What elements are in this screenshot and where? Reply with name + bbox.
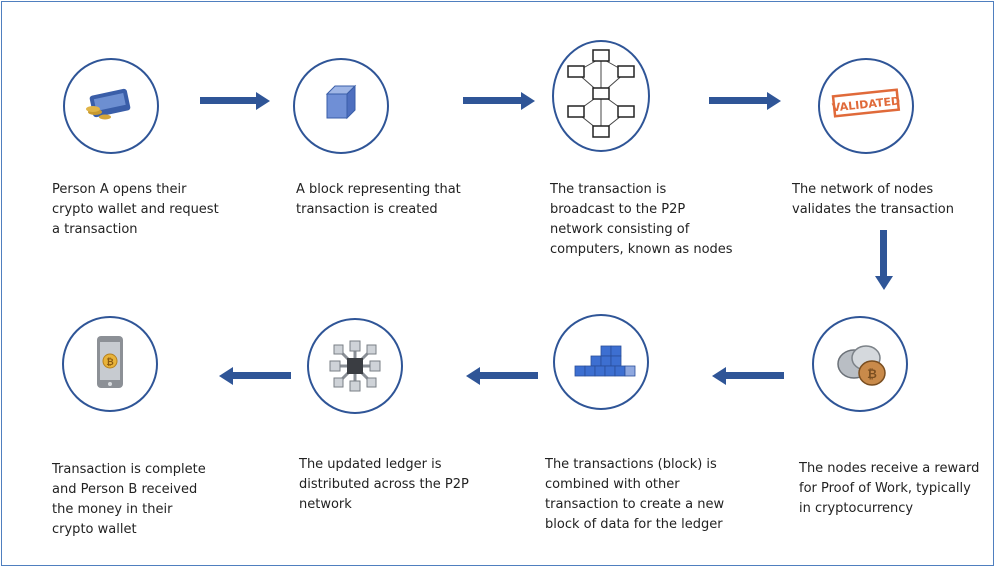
block-circle xyxy=(293,58,389,154)
network-circle xyxy=(552,40,650,152)
smartphone-coin-icon: ₿ xyxy=(97,336,123,388)
arrow-left-1 xyxy=(712,367,784,385)
arrow-down xyxy=(875,230,893,290)
validated-circle: VALIDATED xyxy=(818,58,914,154)
distributed-ledger-icon xyxy=(329,340,381,392)
validated-stamp-icon: VALIDATED xyxy=(831,88,901,118)
arrow-left-2 xyxy=(466,367,538,385)
arrow-right-2 xyxy=(463,92,535,110)
svg-text:₿: ₿ xyxy=(106,357,113,368)
wallet-circle xyxy=(63,58,159,154)
coins-circle: ₿ xyxy=(812,316,908,412)
arrow-right-1 xyxy=(200,92,270,110)
arrow-right-3 xyxy=(709,92,781,110)
arrow-left-3 xyxy=(219,367,291,385)
svg-text:₿: ₿ xyxy=(867,367,877,381)
cube-icon xyxy=(325,84,357,120)
computer-network-icon xyxy=(567,49,635,138)
crypto-wallet-icon xyxy=(86,88,131,120)
coins-icon: ₿ xyxy=(837,345,886,386)
blocks-row-icon xyxy=(574,345,636,377)
phone-circle: ₿ xyxy=(62,316,158,412)
ledger-circle xyxy=(307,318,403,414)
combined-blocks-circle xyxy=(553,314,649,410)
